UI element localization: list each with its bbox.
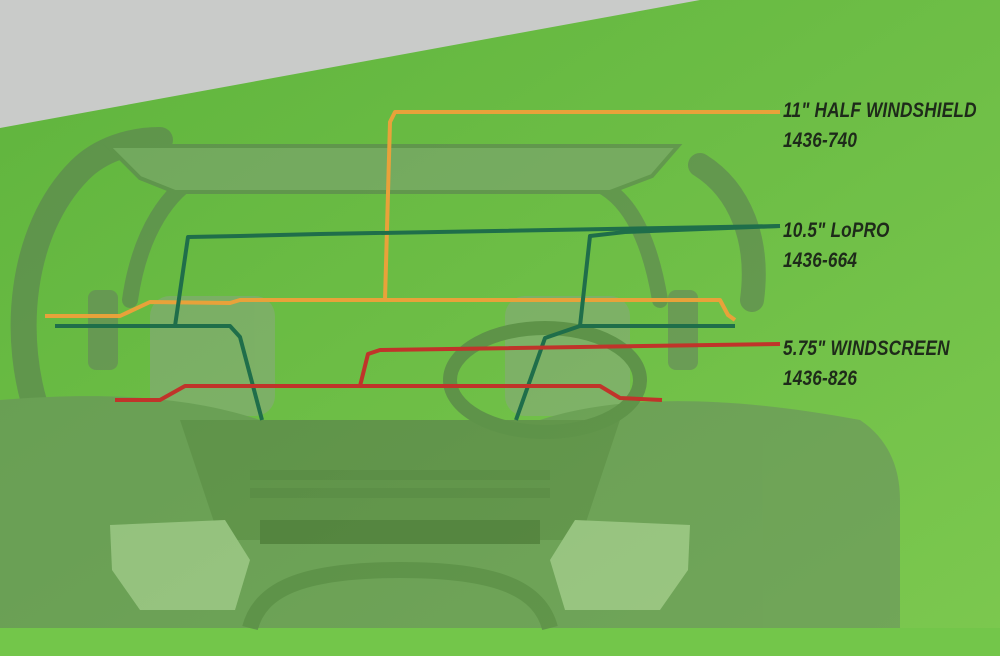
- lopro-outline: [55, 224, 781, 421]
- header-banner: [0, 0, 700, 128]
- half-windshield-name: 11" HALF WINDSHIELD: [783, 99, 977, 122]
- half-windshield-outline: [45, 110, 780, 322]
- bottom-band: [0, 628, 1000, 656]
- windscreen-name: 5.75" WINDSCREEN: [783, 337, 950, 360]
- lopro-name: 10.5" LoPRO: [783, 219, 890, 242]
- windscreen-outline: [115, 342, 781, 402]
- vehicle-outline: [0, 127, 900, 631]
- lopro-part-number: 1436-664: [783, 249, 858, 272]
- lopro-label: 10.5" LoPRO 1436-664: [783, 218, 890, 274]
- half-windshield-label: 11" HALF WINDSHIELD 1436-740: [783, 98, 977, 154]
- half-windshield-part-number: 1436-740: [783, 129, 858, 152]
- windscreen-label: 5.75" WINDSCREEN 1436-826: [783, 336, 950, 392]
- windscreen-part-number: 1436-826: [783, 367, 858, 390]
